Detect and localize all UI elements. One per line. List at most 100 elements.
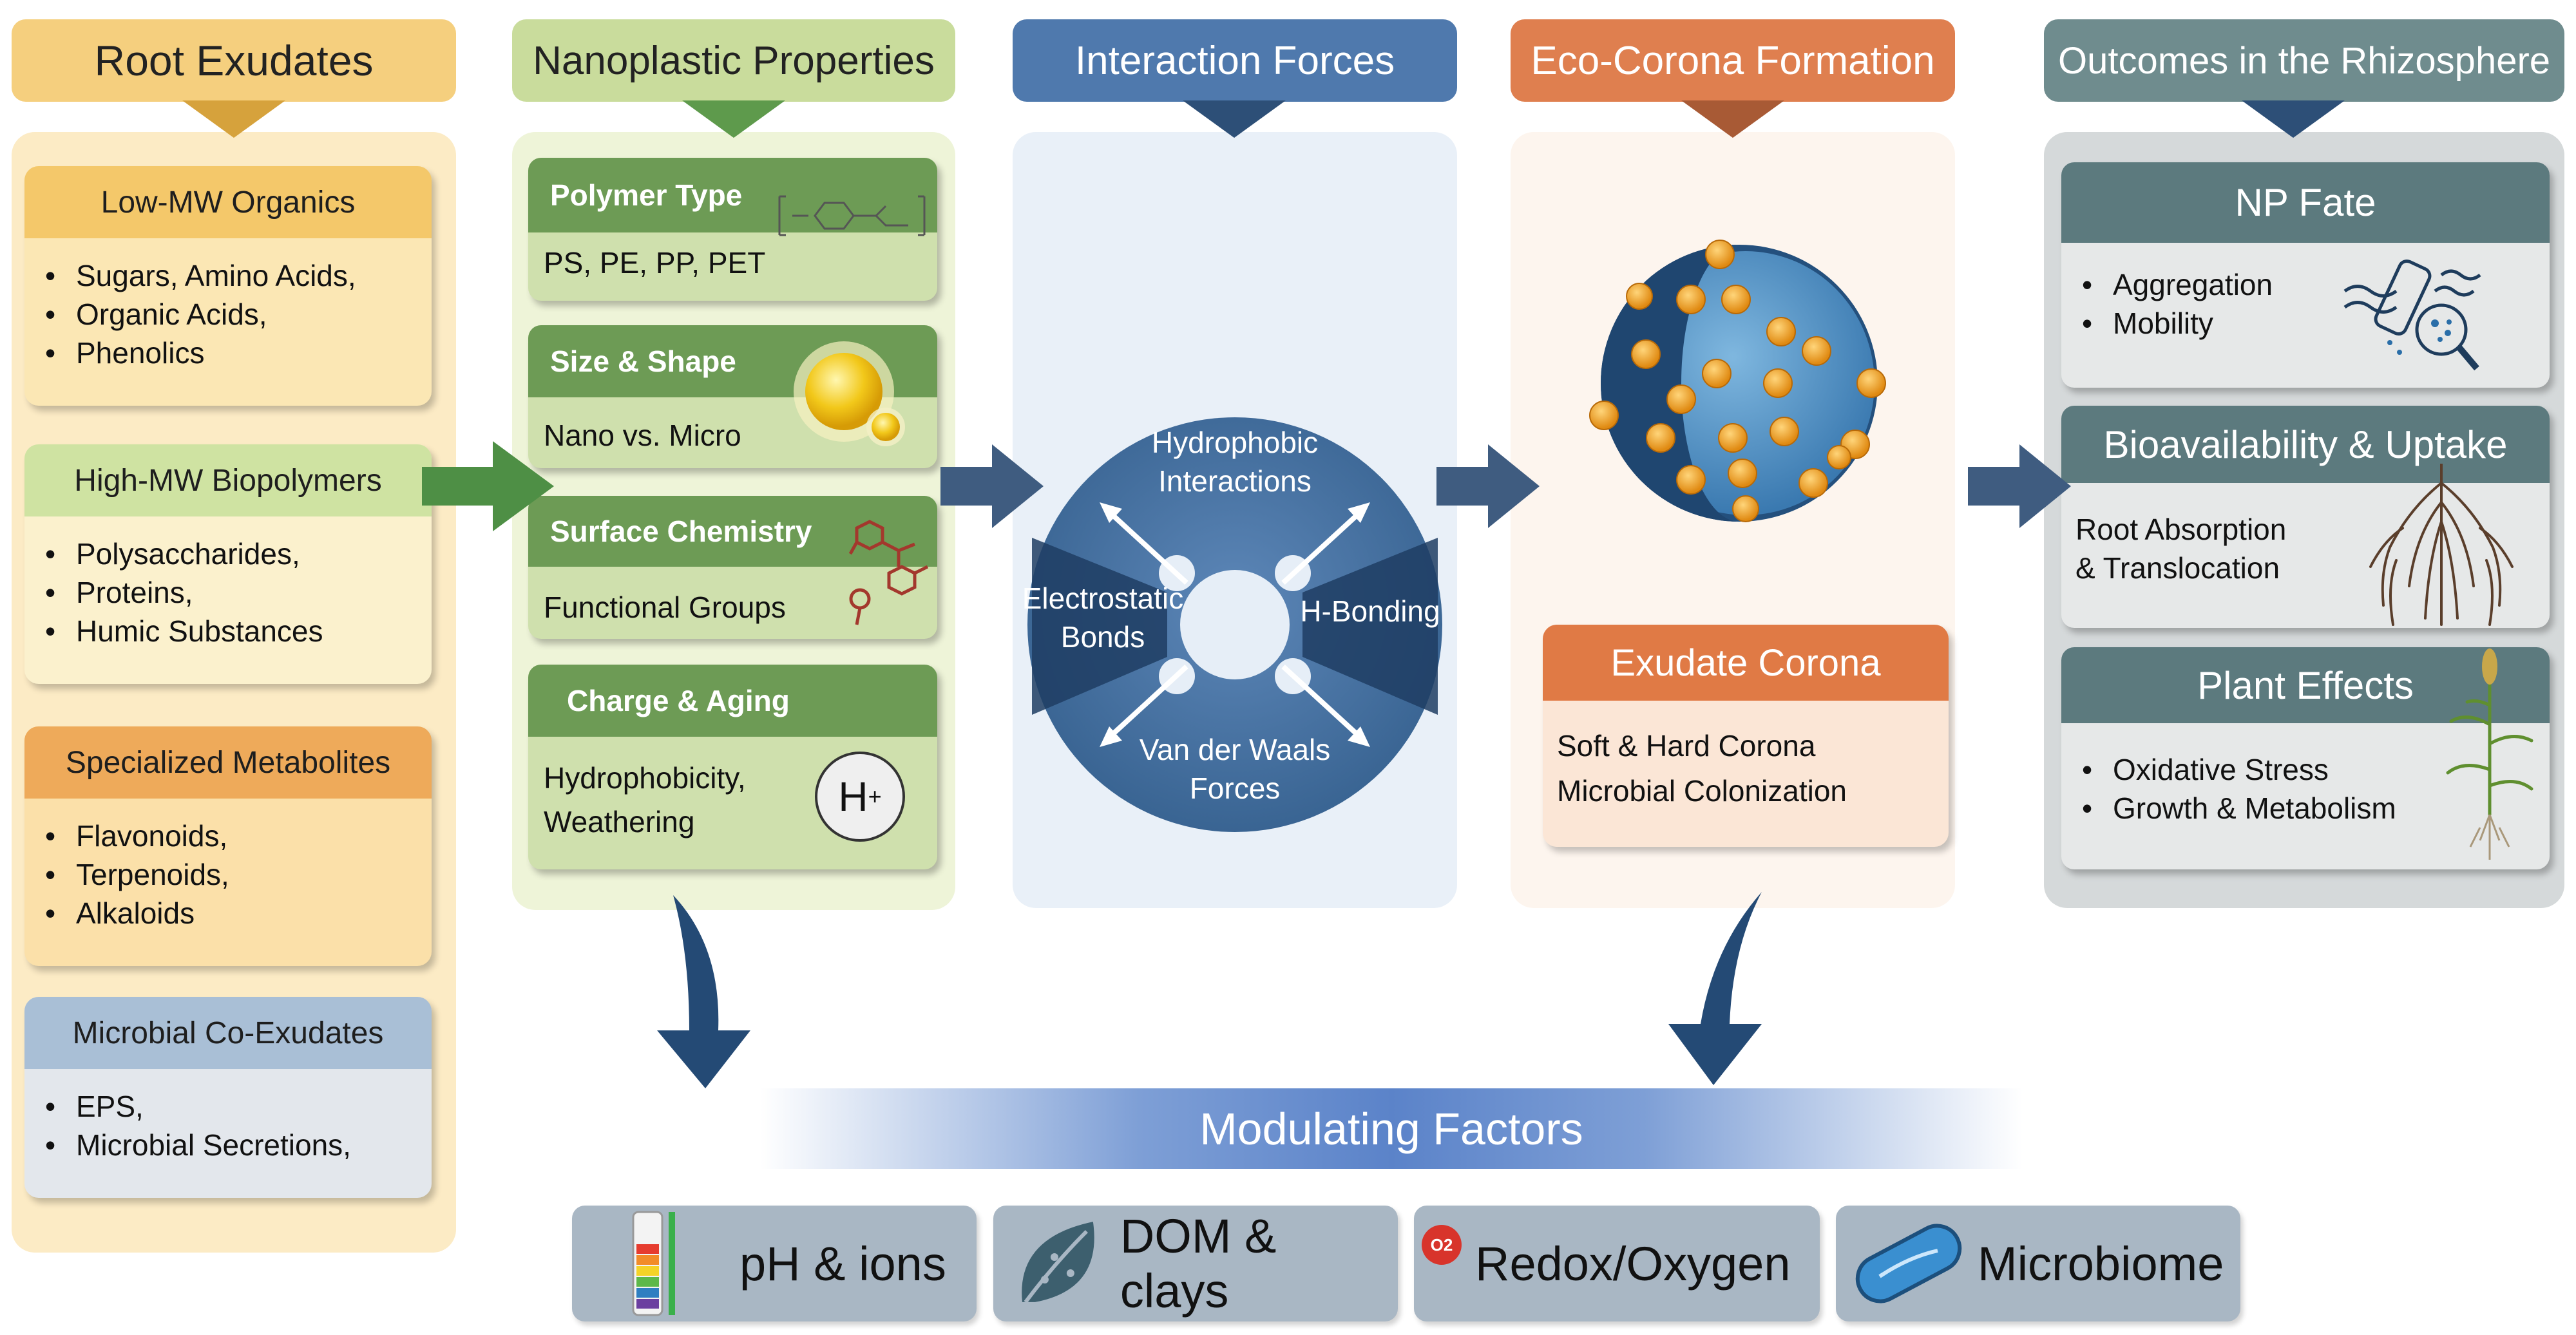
hydrophobic-label: Interactions [1158,464,1312,498]
card-body: Functional Groups [544,591,786,624]
list-item: •Proteins, [44,576,193,609]
corona-particle [1666,384,1696,414]
van-der-waals-label: Van der Waals [1140,733,1331,766]
list-item: •Mobility [2081,307,2213,340]
corona-particle [1646,423,1675,453]
bacterium-icon [1855,1224,1962,1303]
leaf-icon [1022,1222,1094,1303]
corona-particle [1827,445,1851,469]
force-arrow [1107,510,1188,585]
list-item: •Humic Substances [44,614,323,648]
interaction-header-pointer [1183,100,1286,138]
group-high-mw-biopolymers: High-MW Biopolymers •Polysaccharides, •P… [24,444,432,684]
force-arrowhead [1100,502,1122,523]
bottle-magnifier-icon [2343,260,2481,371]
corona-particle [1721,285,1751,314]
force-arrowhead [1348,502,1370,523]
list-item: •Terpenoids, [44,858,229,891]
list-item: •Growth & Metabolism [2081,791,2396,825]
force-arrow [1107,665,1188,739]
group-microbial-co-exudates: Microbial Co-Exudates •EPS, •Microbial S… [24,997,432,1198]
center-node [1180,570,1290,679]
bullet-list: •EPS, •Microbial Secretions, [24,1069,432,1164]
card-title: Bioavailability & Uptake [2061,406,2550,483]
list-item: •Oxidative Stress [2081,753,2329,786]
card-title: Plant Effects [2061,647,2550,723]
card-np-fate: NP Fate •Aggregation •Mobility [2061,162,2550,388]
corona-particle [1766,317,1796,346]
list-item: •Phenolics [44,336,205,370]
factor-microbiome: Microbiome [1836,1206,2240,1321]
corona-particle [1718,423,1748,453]
card-bioavailability-uptake: Bioavailability & Uptake Root Absorption… [2061,406,2550,628]
card-title: Surface Chemistry [528,496,937,567]
card-title: Polymer Type [528,158,937,232]
root-system-icon [2369,464,2514,626]
corona-particle [1702,359,1732,388]
electrostatic-label: Electrostatic [1022,582,1184,615]
list-item: •Aggregation [2081,268,2273,301]
interaction-header: Interaction Forces [1013,19,1457,102]
oxygen-icon: O2 [1422,1225,1462,1265]
interaction-forces-diagram: Hydrophobic Interactions Electrostatic B… [1022,417,1442,832]
plant-icon [2446,649,2533,860]
curved-arrow-left [657,895,750,1088]
eco-corona-particle [1589,240,1886,522]
modulating-banner: Modulating Factors [760,1088,2023,1169]
list-item: •Organic Acids, [44,298,267,331]
card-title: Charge & Aging [528,665,937,737]
flow-arrow [1968,444,2071,528]
force-arrow [1281,510,1362,585]
bullet-list: •Flavonoids, •Terpenoids, •Alkaloids [24,799,432,933]
bullet-list: •Polysaccharides, •Proteins, •Humic Subs… [24,516,432,650]
group-title: Low-MW Organics [24,166,432,238]
list-item: •Alkaloids [44,896,195,930]
group-title: High-MW Biopolymers [24,444,432,516]
polymer-structure-icon [778,195,926,236]
card-body: Soft & Hard Corona Microbial Colonizatio… [1557,729,1847,808]
modulating-title: Modulating Factors [1199,1103,1583,1154]
force-arrow [1281,665,1362,739]
functional-group-icon [848,520,929,625]
particle-size-icon [794,341,905,446]
outcomes-header-pointer [2242,100,2345,138]
factor-dom-clays: DOM & clays [993,1206,1398,1321]
h-bonding-wedge [1302,538,1438,715]
h-bonding-label: H-Bonding [1300,594,1440,628]
green-arrow [422,441,554,531]
group-title: Microbial Co-Exudates [24,997,432,1069]
card-body: Hydrophobicity, Weathering [544,761,746,838]
card-body: Nano vs. Micro [544,419,741,452]
corona-particle [1705,240,1735,269]
bullet-list: •Aggregation •Mobility [2061,243,2550,343]
group-low-mw-organics: Low-MW Organics •Sugars, Amino Acids, •O… [24,166,432,406]
corona-particle [1676,465,1706,495]
card-charge-aging: Charge & Aging Hydrophobicity, Weatherin… [528,665,937,869]
exudate-corona-card: Exudate Corona Soft & Hard Corona Microb… [1543,625,1949,847]
corona-particle [1802,336,1831,366]
eco-corona-header-pointer [1681,100,1784,138]
card-title: NP Fate [2061,162,2550,243]
proton-badge-icon: H+ [815,752,905,842]
flow-arrow [1436,444,1540,528]
corona-particle [1626,283,1653,310]
eco-corona-header: Eco-Corona Formation [1511,19,1955,102]
outcomes-header: Outcomes in the Rhizosphere [2044,19,2564,102]
corona-particle [1798,468,1828,498]
card-title: Exudate Corona [1543,625,1949,701]
hydrophobic-label: Hydrophobic [1152,426,1318,459]
card-body: Root Absorption & Translocation [2075,513,2287,585]
nanoplastic-header: Nanoplastic Properties [512,19,955,102]
electrostatic-wedge [1032,538,1167,715]
corona-particle [1856,368,1886,398]
list-item: •Flavonoids, [44,819,228,853]
corona-particle [1631,339,1661,369]
flow-arrow [940,444,1044,528]
corona-particle [1763,368,1793,398]
card-plant-effects: Plant Effects •Oxidative Stress •Growth … [2061,647,2550,869]
bullet-list: •Oxidative Stress •Growth & Metabolism [2061,723,2550,828]
list-item: •EPS, [44,1090,144,1123]
list-item: •Sugars, Amino Acids, [44,259,356,292]
root-exudates-header: Root Exudates [12,19,456,102]
